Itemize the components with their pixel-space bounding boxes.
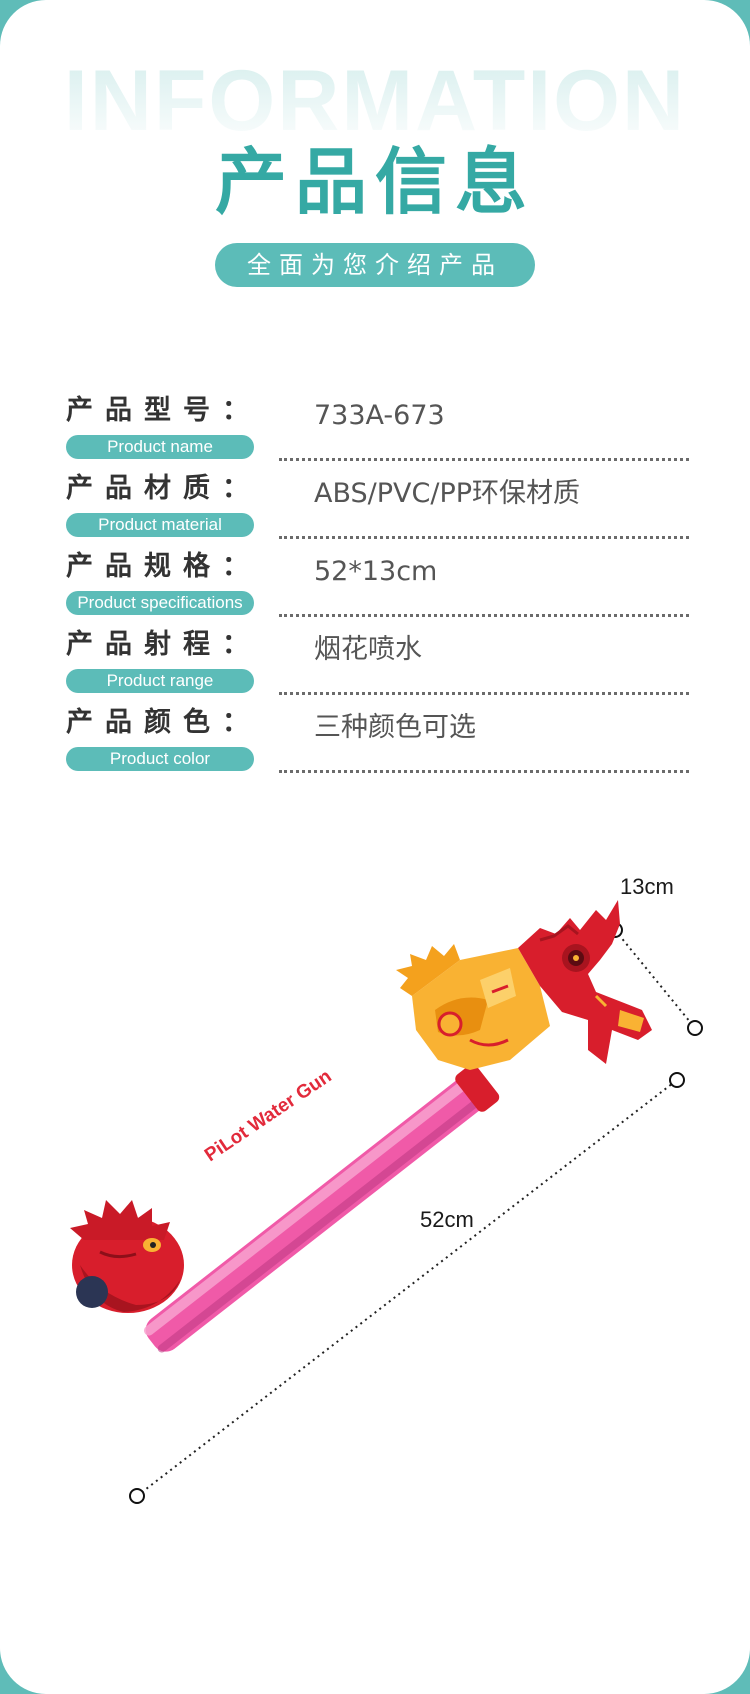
background-watermark-word: INFORMATION: [0, 58, 750, 144]
spec-label: 产品规格：: [66, 551, 261, 582]
product-image-area: PiLot Water Gun: [40, 874, 740, 1520]
spec-label-en-pill: Product name: [66, 435, 254, 459]
spec-value: ABS/PVC/PP环保材质: [314, 478, 581, 509]
spec-row-model: 产品型号： Product name 733A-673: [66, 393, 689, 471]
rear-dino-head: [70, 1200, 184, 1313]
barrel-group: [143, 1064, 500, 1353]
spec-value: 52*13cm: [314, 556, 438, 587]
spec-row-range: 产品射程： Product range 烟花喷水: [66, 627, 689, 705]
spec-label-en-pill: Product specifications: [66, 591, 254, 615]
logo-text: PiLot Water Gun: [201, 1066, 336, 1166]
spec-label-en-pill: Product material: [66, 513, 254, 537]
width-dimension-label: 13cm: [620, 874, 674, 899]
length-end-marker: [669, 1072, 685, 1088]
spec-value: 733A-673: [314, 400, 445, 431]
yellow-handle: [396, 944, 550, 1070]
barrel-collar: [455, 1064, 500, 1112]
width-end-marker: [687, 1020, 703, 1036]
dotted-divider: [279, 536, 689, 539]
spec-label: 产品颜色：: [66, 707, 261, 738]
spec-label: 产品材质：: [66, 473, 261, 504]
page-title: 产品信息: [214, 140, 535, 224]
dotted-divider: [279, 770, 689, 773]
spec-row-size: 产品规格： Product specifications 52*13cm: [66, 549, 689, 627]
water-gun-illustration: PiLot Water Gun: [70, 900, 703, 1504]
length-start-marker: [129, 1488, 145, 1504]
spec-value: 三种颜色可选: [314, 712, 476, 743]
subtitle-pill: 全面为您介绍产品: [215, 243, 535, 287]
spec-label: 产品射程：: [66, 629, 261, 660]
spec-row-material: 产品材质： Product material ABS/PVC/PP环保材质: [66, 471, 689, 549]
dotted-divider: [279, 458, 689, 461]
spec-value: 烟花喷水: [314, 634, 422, 665]
spec-row-color: 产品颜色： Product color 三种颜色可选: [66, 705, 689, 783]
spec-label-en-pill: Product color: [66, 747, 254, 771]
barrel-tube: [145, 1074, 489, 1352]
dotted-divider: [279, 614, 689, 617]
front-dino-head: [518, 900, 652, 1064]
spec-label: 产品型号：: [66, 395, 261, 426]
barrel-shadow: [157, 1090, 491, 1353]
barrel-highlight: [143, 1073, 478, 1336]
spec-list: 产品型号： Product name 733A-673 产品材质： Produc…: [66, 393, 689, 783]
spec-label-en-pill: Product range: [66, 669, 254, 693]
logo-group: PiLot Water Gun: [200, 1064, 338, 1167]
dotted-divider: [279, 692, 689, 695]
length-dimension-label: 52cm: [420, 1207, 474, 1232]
